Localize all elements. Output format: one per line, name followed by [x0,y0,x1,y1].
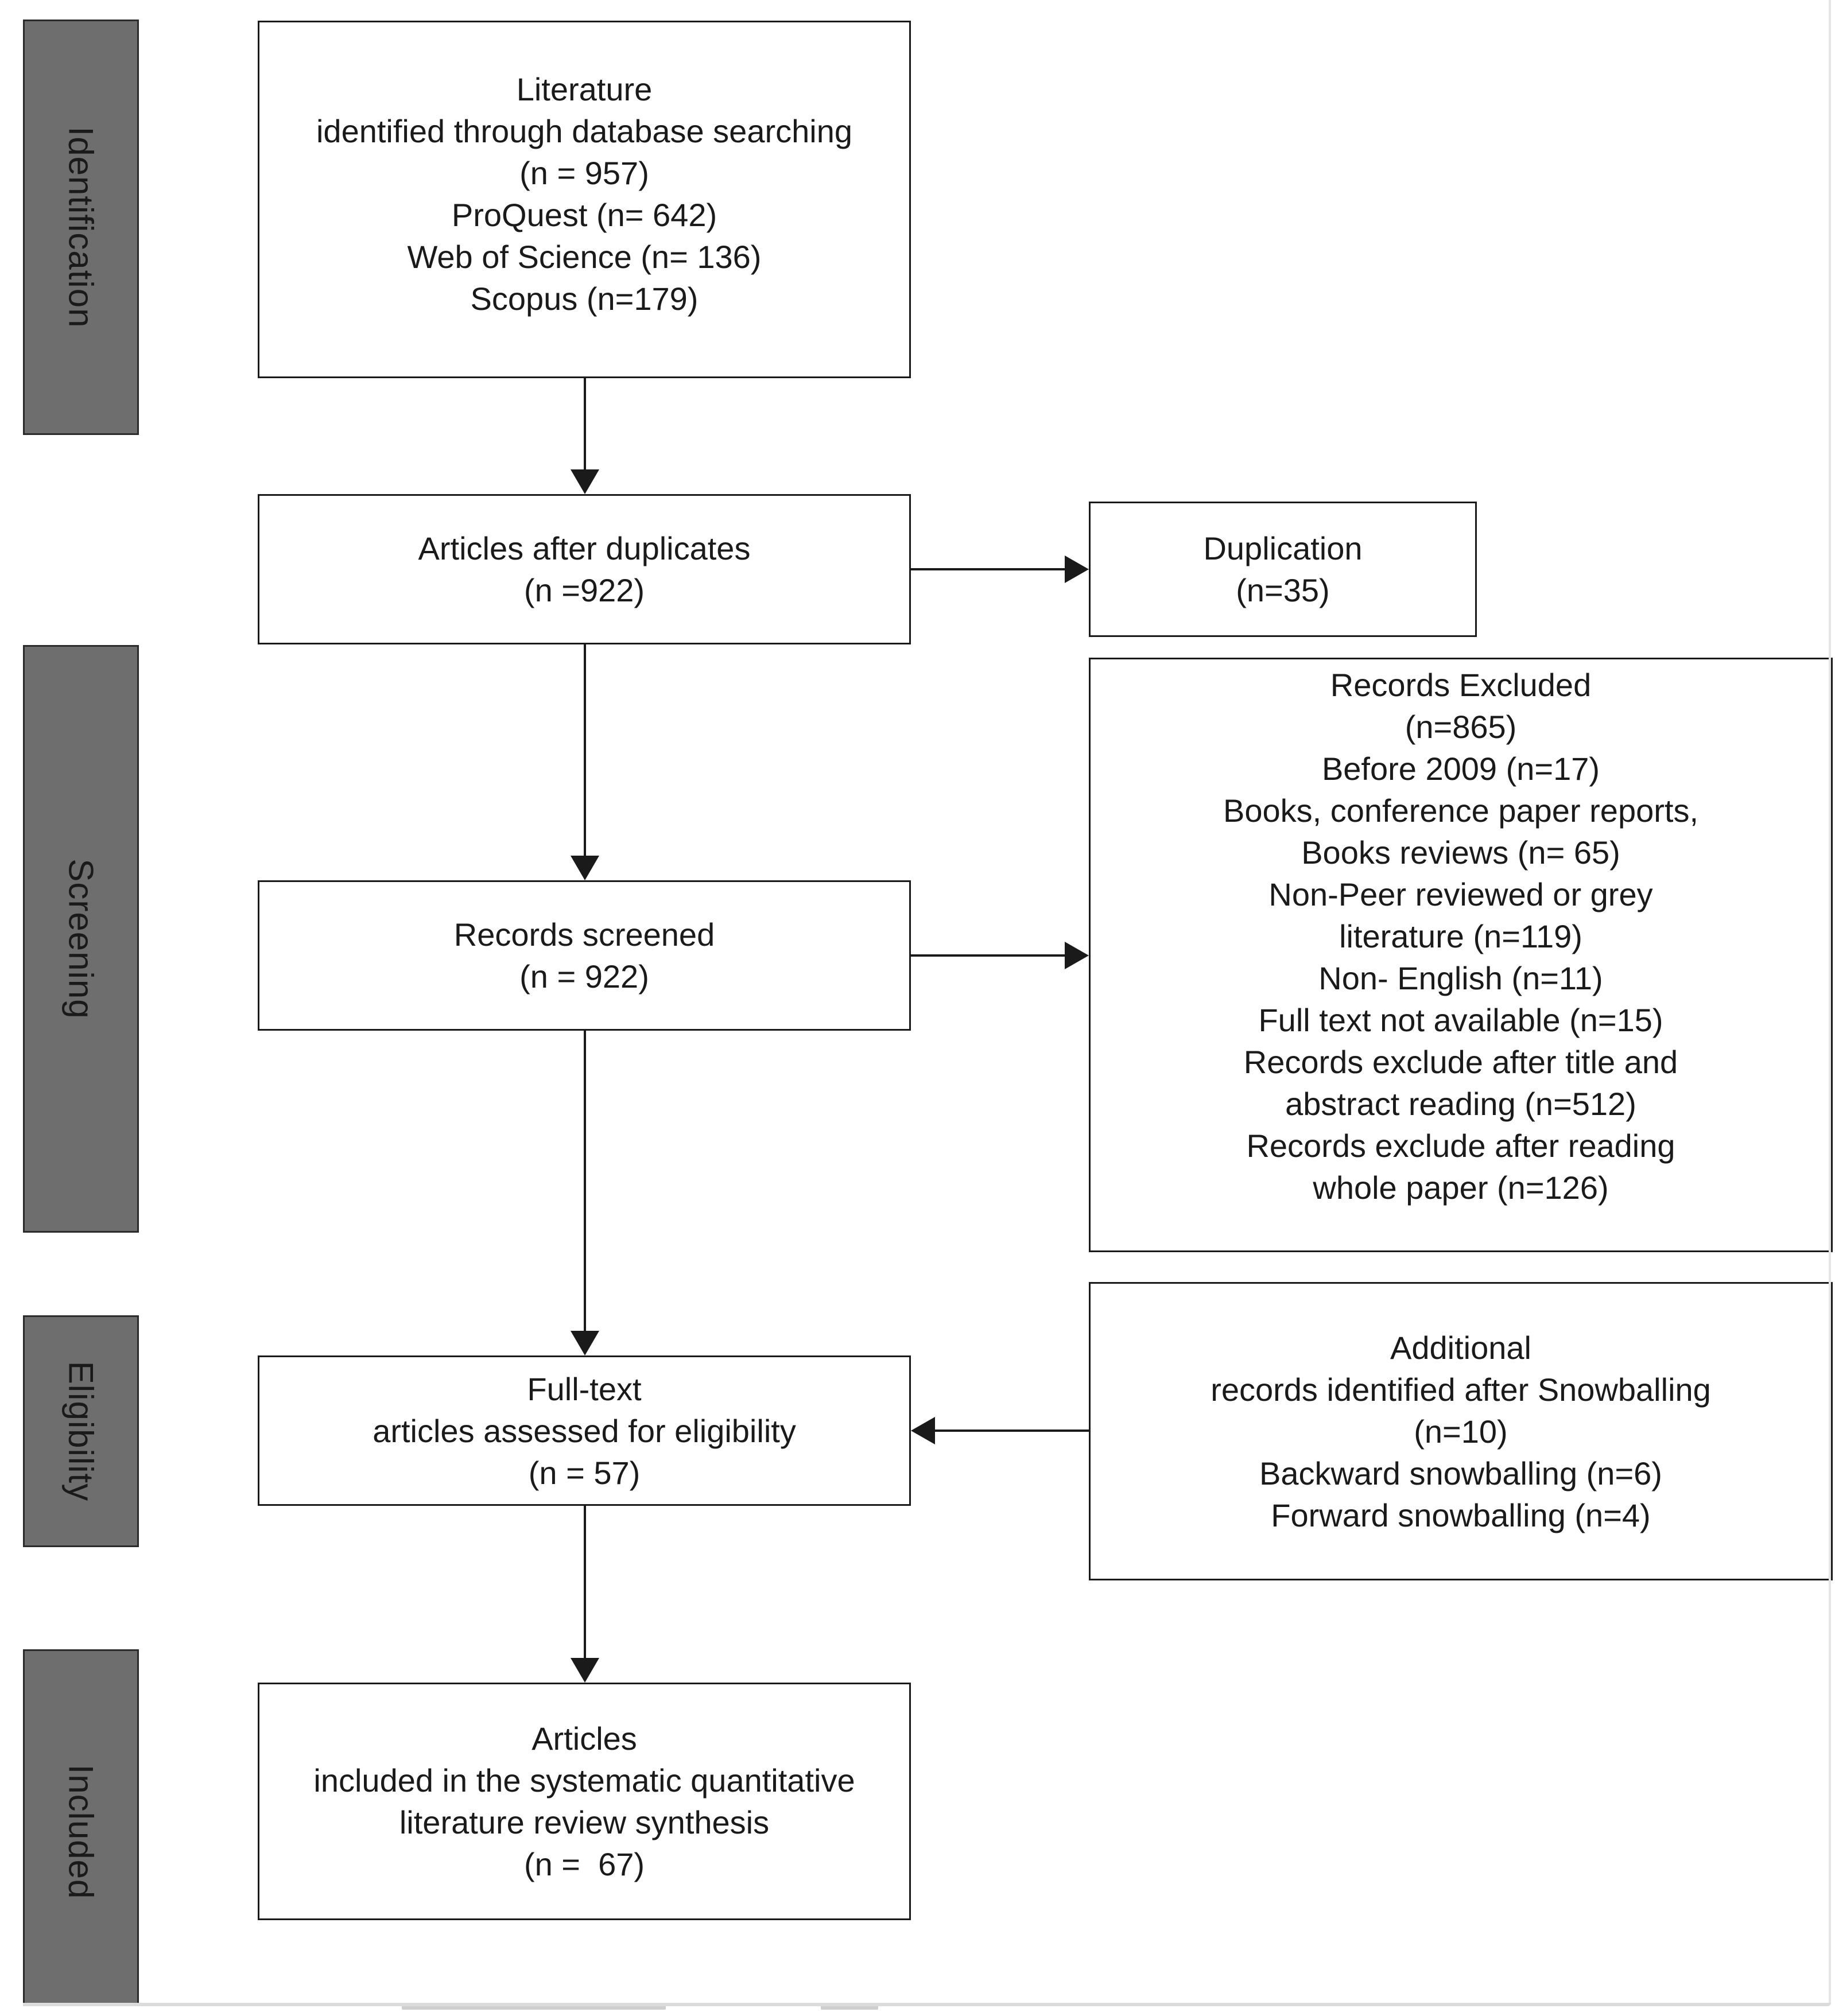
box-line: whole paper (n=126) [1313,1170,1609,1206]
box-snowballing-text: Additional records identified after Snow… [1211,1327,1711,1536]
arrowhead-down [571,469,599,494]
box-excluded: Records Excluded (n=865) Before 2009 (n=… [1089,658,1833,1252]
arrowhead-down [571,856,599,880]
box-line: included in the systematic quantitative [313,1762,855,1799]
box-line: (n=35) [1236,572,1330,608]
phase-label-identification: Identification [61,126,100,328]
window-edge-right [1829,0,1831,2004]
box-identified: Literature identified through database s… [258,21,911,378]
box-line: (n = 922) [519,958,649,995]
box-line: (n=10) [1414,1413,1508,1450]
box-line: Backward snowballing (n=6) [1259,1455,1662,1491]
box-excluded-text: Records Excluded (n=865) Before 2009 (n=… [1223,664,1698,1209]
phase-eligibility: Eligibility [23,1315,139,1547]
box-screened-text: Records screened (n = 922) [454,914,715,997]
box-line: articles assessed for eligibility [373,1412,796,1449]
phase-label-eligibility: Eligibility [61,1361,100,1502]
box-line: Records screened [453,916,715,953]
box-line: Duplication [1203,530,1363,566]
box-screened: Records screened (n = 922) [258,880,911,1031]
box-line: (n = 57) [528,1454,641,1491]
phase-identification: Identification [23,20,139,435]
box-line: Scopus (n=179) [470,281,699,317]
box-duplication-text: Duplication (n=35) [1203,527,1362,611]
arrowhead-right [1065,942,1089,969]
box-line: Web of Science (n= 136) [407,239,762,275]
arrowhead-right [1065,556,1089,583]
box-line: identified through database searching [316,113,852,149]
box-line: Forward snowballing (n=4) [1271,1497,1651,1533]
box-line: Full text not available (n=15) [1258,1002,1663,1038]
box-duplication: Duplication (n=35) [1089,502,1477,637]
box-line: literature (n=119) [1339,918,1582,954]
box-line: Articles [532,1720,637,1757]
box-after-duplicates: Articles after duplicates (n =922) [258,494,911,644]
arrowhead-down [571,1331,599,1355]
below-fold-fragment [0,2006,1835,2016]
box-line: abstract reading (n=512) [1285,1086,1636,1122]
phase-label-screening: Screening [61,859,100,1019]
box-line: Records Excluded [1330,667,1592,703]
box-line: Books, conference paper reports, [1223,793,1699,829]
box-line: (n = 957) [519,155,649,191]
box-line: Articles after duplicates [418,530,751,566]
phase-label-included: Included [61,1764,100,1900]
box-snowballing: Additional records identified after Snow… [1089,1282,1833,1580]
box-included-text: Articles included in the systematic quan… [313,1718,855,1885]
box-line: Records exclude after title and [1243,1044,1678,1080]
box-included: Articles included in the systematic quan… [258,1683,911,1920]
box-line: literature review synthesis [399,1804,770,1840]
box-full-text: Full-text articles assessed for eligibil… [258,1355,911,1506]
box-line: (n=865) [1405,709,1517,745]
box-after-duplicates-text: Articles after duplicates (n =922) [418,527,751,611]
box-line: Records exclude after reading [1246,1128,1675,1164]
box-line: Additional [1390,1329,1531,1366]
box-line: Non- English (n=11) [1318,960,1603,996]
phase-included: Included [23,1649,139,2014]
window-edge-bottom [23,2003,1831,2006]
arrowhead-down [571,1658,599,1683]
box-identified-text: Literature identified through database s… [316,68,852,320]
box-line: (n =922) [523,572,645,608]
phase-screening: Screening [23,645,139,1233]
box-line: (n = 67) [523,1846,645,1882]
box-line: Books reviews (n= 65) [1301,834,1620,871]
box-full-text-text: Full-text articles assessed for eligibil… [373,1368,796,1494]
box-line: Before 2009 (n=17) [1321,751,1600,787]
box-line: Literature [516,71,653,107]
box-line: records identified after Snowballing [1211,1371,1711,1408]
box-line: Non-Peer reviewed or grey [1268,876,1653,912]
arrowhead-left [911,1417,935,1444]
box-line: ProQuest (n= 642) [451,197,717,233]
box-line: Full-text [527,1370,642,1407]
